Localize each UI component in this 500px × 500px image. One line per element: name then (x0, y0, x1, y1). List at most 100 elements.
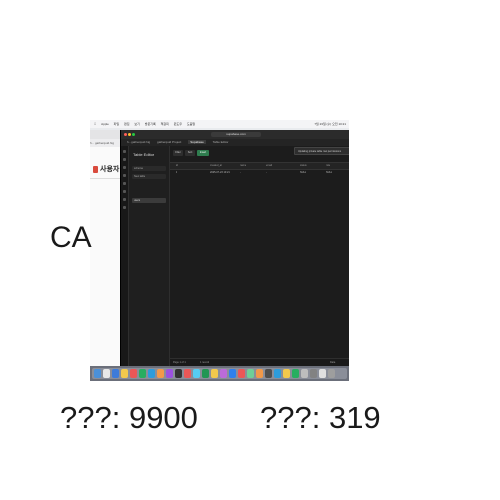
table-row[interactable]: 1 2025-07-23 10:21 - - NULL NULL (170, 170, 349, 176)
app-icon[interactable] (274, 369, 281, 378)
table-toolbar: Filter Sort Insert (170, 150, 349, 156)
column-header[interactable]: name (240, 164, 247, 167)
app-nav-rail (121, 146, 129, 366)
address-bar[interactable]: supabase.com (211, 132, 261, 137)
safari-icon[interactable] (112, 369, 119, 378)
music-icon[interactable] (184, 369, 191, 378)
terminal-icon[interactable] (175, 369, 182, 378)
appstore-icon[interactable] (193, 369, 200, 378)
app-icon[interactable] (220, 369, 227, 378)
messages-icon[interactable] (139, 369, 146, 378)
functions-icon[interactable] (123, 198, 126, 201)
back-window-titlebar[interactable] (90, 130, 130, 139)
menubar-item[interactable]: 편집 (120, 122, 130, 126)
back-window-tab-label: h... gatherquid.hig (90, 141, 115, 145)
column-header[interactable]: role (326, 164, 331, 167)
storage-icon[interactable] (123, 190, 126, 193)
sidebar-item-users[interactable]: users (132, 198, 166, 203)
photos-icon[interactable] (157, 369, 164, 378)
front-window-titlebar[interactable]: supabase.com (121, 130, 349, 139)
apple-icon[interactable]:  (94, 122, 96, 126)
column-header[interactable]: id (176, 164, 178, 167)
calendar-icon[interactable] (130, 369, 137, 378)
auth-icon[interactable] (123, 182, 126, 185)
menubar-clock[interactable]: 7월 23일 (수) 오전 10:21 (314, 122, 346, 126)
notes-icon[interactable] (121, 369, 128, 378)
column-header[interactable]: created_at (210, 164, 222, 167)
app-icon[interactable] (310, 369, 317, 378)
downloads-icon[interactable] (319, 369, 326, 378)
table-cell[interactable]: - (240, 171, 241, 174)
table-cell[interactable]: NULL (300, 171, 307, 174)
zoom-window-icon[interactable] (132, 133, 135, 136)
reminders-icon[interactable] (211, 369, 218, 378)
schema-selector[interactable]: schema (132, 166, 166, 171)
divider (90, 178, 130, 179)
browser-tab[interactable]: Table Editor (212, 140, 229, 144)
column-header[interactable]: status (300, 164, 307, 167)
view-toggle[interactable]: Data (330, 361, 336, 364)
table-editor-main: Filter Sort Insert Updating private tabl… (170, 146, 349, 367)
menubar-item[interactable]: 윈도우 (170, 122, 182, 126)
settings-icon[interactable] (123, 206, 126, 209)
app-icon[interactable] (229, 369, 236, 378)
app-icon[interactable] (301, 369, 308, 378)
record-count: 1 record (200, 361, 210, 364)
menubar-item[interactable]: 보기 (131, 122, 140, 126)
browser-tab[interactable]: gatherquid Project (157, 140, 182, 144)
browser-tab-strip: h...gatherquid.hig gatherquid Project Su… (121, 139, 349, 146)
app-icon[interactable] (292, 369, 299, 378)
app-icon[interactable] (283, 369, 290, 378)
home-icon[interactable] (123, 150, 126, 153)
app-icon[interactable] (265, 369, 272, 378)
table-cell[interactable]: 2025-07-23 10:21 (210, 171, 230, 174)
table-cell[interactable]: NULL (326, 171, 333, 174)
caption-left: CA (50, 221, 92, 254)
mail-icon[interactable] (148, 369, 155, 378)
table-cell[interactable]: 1 (176, 171, 178, 174)
back-window-tab[interactable]: h... gatherquid.hig (90, 139, 130, 147)
front-browser-window[interactable]: supabase.com h...gatherquid.hig gatherqu… (120, 130, 349, 367)
menubar-item[interactable]: 도움말 (183, 122, 195, 126)
menubar-item[interactable]: 책갈피 (157, 122, 169, 126)
table-icon[interactable] (123, 158, 126, 161)
table-status-bar: Page 1 of 1 1 record Data (170, 358, 349, 367)
menubar-item[interactable]: 방문기록 (141, 122, 156, 126)
screenshot-thumbnail:  Apple 파일 편집 보기 방문기록 책갈피 윈도우 도움말 7월 23일… (90, 120, 349, 381)
trash-icon[interactable] (328, 369, 335, 378)
notification-toast[interactable]: Updating private table row permissions (294, 147, 349, 155)
macos-dock (90, 366, 349, 381)
podcasts-icon[interactable] (166, 369, 173, 378)
sort-button[interactable]: Sort (185, 150, 195, 156)
table-cell[interactable]: - (266, 171, 267, 174)
metric-a-label: ???: 9900 (60, 400, 198, 435)
maps-icon[interactable] (202, 369, 209, 378)
new-table-button[interactable]: New table (132, 174, 166, 179)
browser-tab-active[interactable]: Supabase (188, 140, 206, 144)
filter-button[interactable]: Filter (173, 150, 183, 156)
menubar-item[interactable]: Apple (98, 122, 109, 126)
table-header-row: id created_at name email status role (170, 162, 349, 170)
table-editor-sidebar: Table Editor schema New table users (129, 146, 170, 366)
close-window-icon[interactable] (124, 133, 127, 136)
back-window-page-title: 사용자 커리 (100, 166, 135, 173)
menubar-item[interactable]: 파일 (110, 122, 120, 126)
launchpad-icon[interactable] (103, 369, 110, 378)
insert-button[interactable]: Insert (197, 150, 209, 156)
metric-b-label: ???: 319 (260, 400, 381, 435)
pagination-label[interactable]: Page 1 of 1 (173, 361, 186, 364)
database-icon[interactable] (123, 174, 126, 177)
dock-shelf (92, 368, 347, 379)
brand-logo-icon (93, 166, 98, 173)
column-header[interactable]: email (266, 164, 272, 167)
browser-tab[interactable]: h...gatherquid.hig (127, 140, 151, 144)
finder-icon[interactable] (94, 369, 101, 378)
sql-icon[interactable] (123, 166, 126, 169)
app-icon[interactable] (238, 369, 245, 378)
sidebar-header: Table Editor (133, 152, 155, 157)
macos-menubar:  Apple 파일 편집 보기 방문기록 책갈피 윈도우 도움말 7월 23일… (90, 120, 349, 128)
minimize-window-icon[interactable] (128, 133, 131, 136)
app-icon[interactable] (247, 369, 254, 378)
app-icon[interactable] (256, 369, 263, 378)
